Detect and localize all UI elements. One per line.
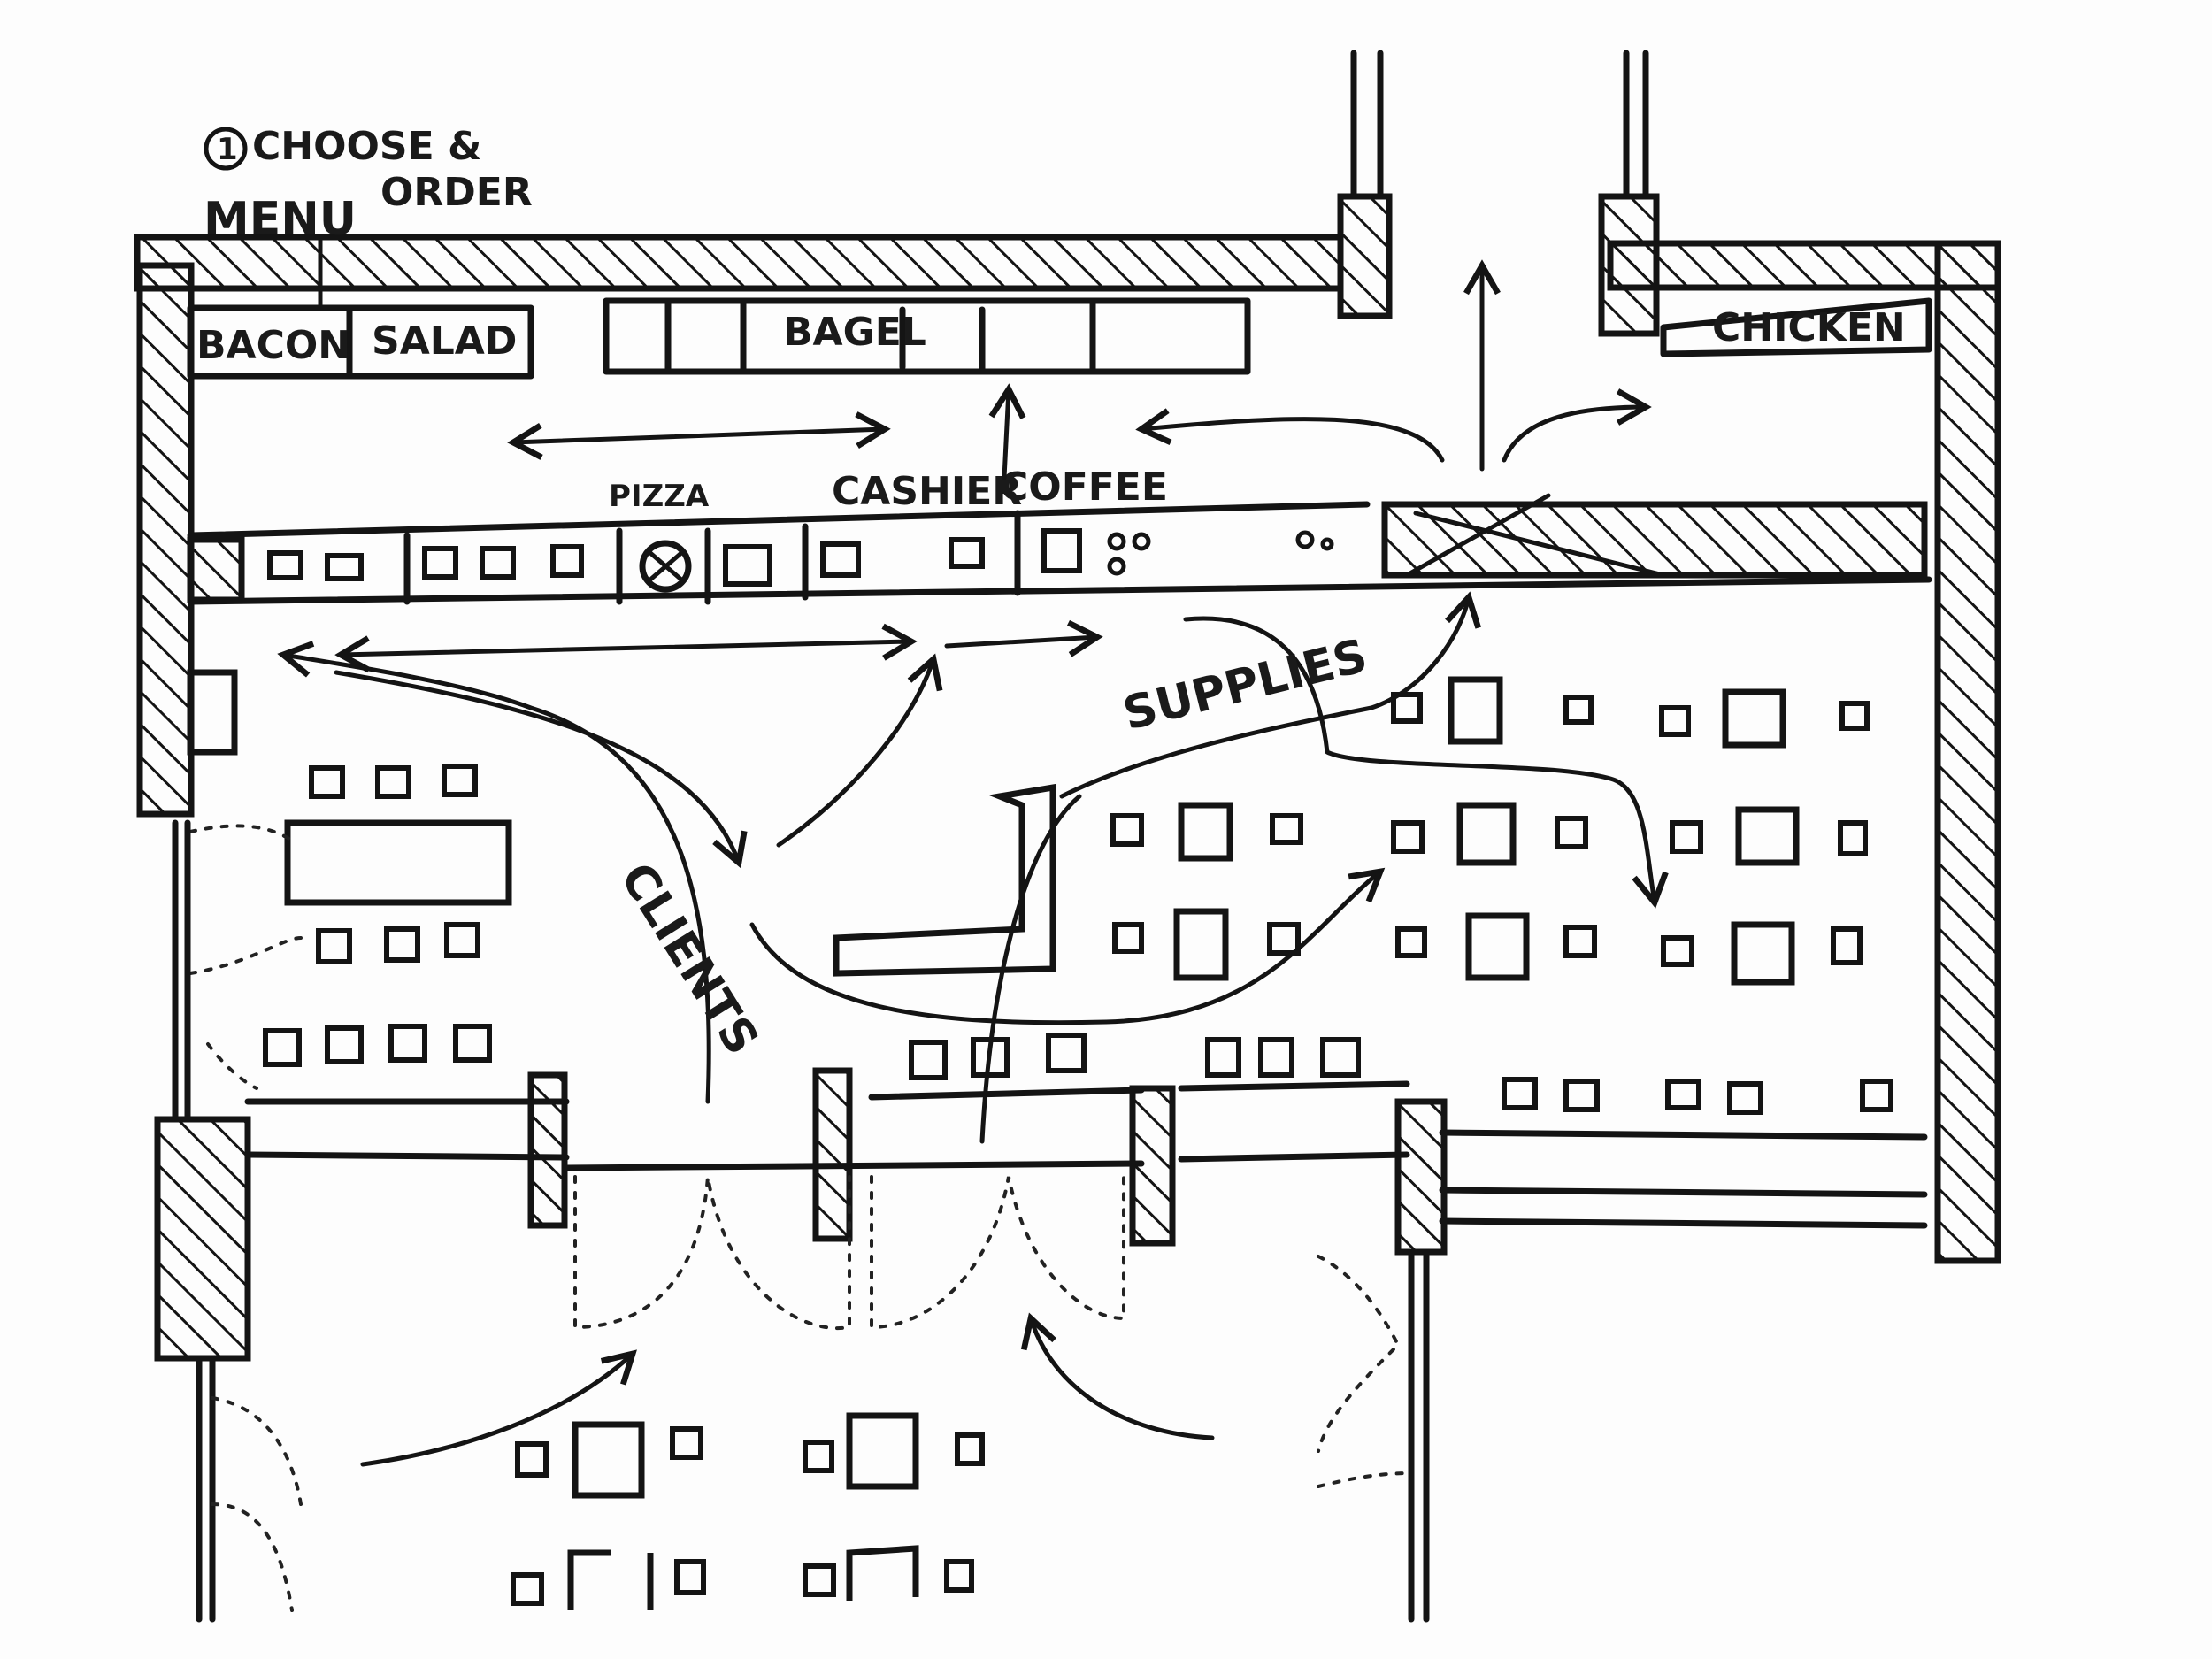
door-swing-left [573, 1175, 851, 1331]
central-bench [833, 783, 1056, 977]
station-bacon: BACON [196, 323, 350, 368]
flow-supplies: SUPPLIES [1118, 629, 1373, 741]
long-table [284, 819, 512, 906]
step-number-circle [204, 127, 248, 171]
step-number: 1 [217, 132, 238, 167]
station-salad: SALAD [372, 319, 517, 364]
column-top-1 [1337, 193, 1393, 319]
left-dining [187, 669, 512, 1090]
menu-annotation: 1 CHOOSE & MENU ORDER [204, 124, 533, 308]
facade [154, 819, 1928, 1623]
right-wall [1934, 240, 2001, 1264]
station-coffee: COFFEE [1000, 465, 1168, 510]
left-wall [136, 262, 195, 818]
top-wall-right [1607, 240, 2001, 291]
l-bench [833, 783, 1056, 977]
shaft-lines [1350, 50, 1649, 200]
annotation-menu: MENU [204, 193, 357, 246]
right-dining [909, 676, 1893, 1115]
station-cashier: CASHIER [832, 469, 1022, 514]
station-pizza: PIZZA [609, 479, 710, 514]
top-counter [187, 297, 1932, 380]
station-bagel: BAGEL [783, 310, 926, 355]
outer-walls [134, 50, 2001, 1264]
service-counter [187, 501, 1932, 605]
terrace [360, 1312, 1215, 1610]
column-front-3 [812, 1067, 853, 1242]
station-chicken: CHICKEN [1712, 305, 1906, 350]
column-front-5 [1394, 1098, 1448, 1256]
column-front-1 [154, 1116, 251, 1362]
coffee-machine [1041, 528, 1082, 573]
pizza-oven [639, 540, 692, 593]
column-top-2 [1598, 193, 1660, 337]
bacon-salad-counter [187, 304, 534, 380]
door-swing-right [870, 1175, 1125, 1330]
bagel-counter [603, 297, 1251, 375]
annotation-choose: CHOOSE & [252, 124, 481, 169]
client-flow [277, 641, 1386, 1144]
wall-cross [1404, 493, 1666, 578]
column-front-2 [527, 1071, 568, 1229]
supply-flow [1059, 591, 1669, 909]
circulation-arrows [334, 259, 1652, 673]
annotation-order: ORDER [380, 170, 533, 215]
chicken-counter [1660, 297, 1932, 357]
column-front-4 [1129, 1085, 1176, 1247]
